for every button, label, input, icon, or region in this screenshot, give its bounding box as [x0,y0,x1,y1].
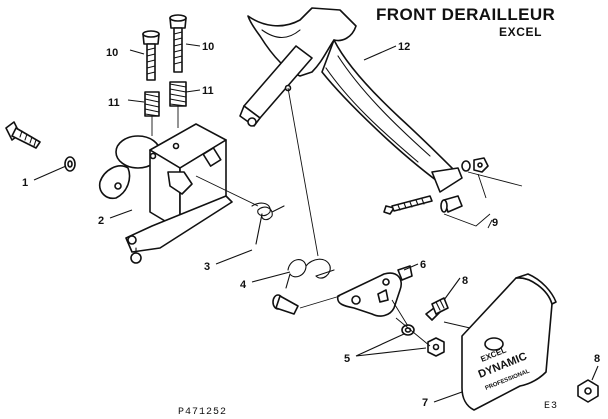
part-9-washer-nut [461,157,489,173]
part-8-adjust-screw [425,297,449,321]
callout-6: 6 [420,259,426,271]
part-11-spring-right [169,81,187,128]
callout-5: 5 [344,353,350,365]
part-5-washer [401,324,415,336]
part-2-clamp-body [98,123,233,264]
part-4-spring-clip [285,258,335,289]
callout-11-left: 11 [108,97,120,109]
part-3-spring [251,202,285,245]
drawing-number: P471252 [178,407,227,418]
callout-8-nut: 8 [594,353,600,365]
part-6-link-plate [336,265,413,317]
part-9-pivot-pin [440,195,463,213]
page-code: E3 [544,401,558,412]
callout-7: 7 [422,397,428,409]
assembly-axes [195,87,471,347]
callout-1: 1 [22,177,28,189]
part-1-washer [64,156,76,172]
callout-3: 3 [204,261,210,273]
callout-4: 4 [240,279,247,291]
part-5-pin [272,294,299,315]
callout-labels: 1 2 3 4 5 6 7 8 8 9 10 10 11 11 12 [22,41,600,409]
part-9-pivot-bolt [383,195,433,215]
callout-8-screw: 8 [462,275,468,287]
callout-12: 12 [398,41,410,53]
diagram-subtitle: EXCEL [499,25,542,39]
callout-9: 9 [492,217,498,229]
part-5-nut [427,337,445,357]
part-12-clamp-arm [239,7,463,193]
diagram-title: FRONT DERAILLEUR [376,5,555,24]
part-1-bolt [5,121,41,149]
callout-10-left: 10 [106,47,118,59]
part-10-screw-left [142,30,160,81]
part-8-nut [577,379,599,403]
part-11-spring-left [144,91,160,136]
callout-2: 2 [98,215,104,227]
callout-10-right: 10 [202,41,214,53]
callout-11-right: 11 [202,85,214,97]
leader-lines [33,43,599,403]
part-7-nameplate: EXCEL DYNAMIC PROFESSIONAL [461,273,557,411]
part-10-screw-right [169,14,187,73]
part-9-group-bracket [443,171,523,229]
